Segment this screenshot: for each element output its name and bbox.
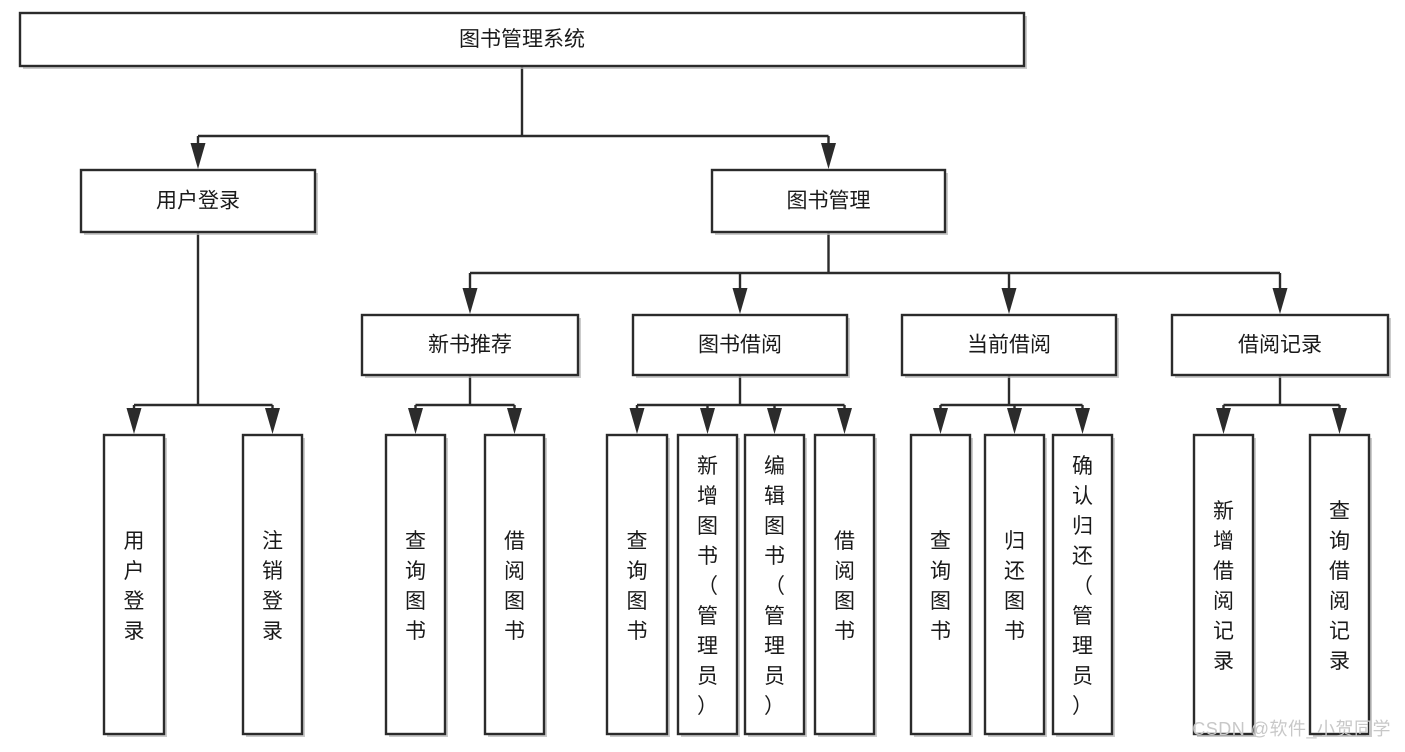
node-label: 用户登录 xyxy=(156,190,240,213)
watermark-label: CSDN @软件_小贺同学 xyxy=(1192,719,1391,739)
node-user-login[interactable]: 用户登录 xyxy=(79,168,318,235)
node-box xyxy=(18,11,1026,68)
edge-group-book-manage xyxy=(462,232,1288,314)
arrow-head-icon xyxy=(126,408,142,434)
node-root[interactable]: 图书管理系统 xyxy=(18,11,1027,69)
node-layer: 图书管理系统用户登录图书管理新书推荐图书借阅当前借阅借阅记录用户登录注销登录查询… xyxy=(18,11,1391,737)
node-box xyxy=(1308,433,1371,736)
node-leaf-logout[interactable]: 注销登录 xyxy=(241,433,305,737)
node-current-borrow[interactable]: 当前借阅 xyxy=(900,313,1119,378)
node-label: 借阅图书 xyxy=(504,530,525,643)
arrow-head-icon xyxy=(462,288,478,314)
arrow-head-icon xyxy=(629,408,645,434)
node-label: 确认归还（管理员） xyxy=(1072,455,1093,718)
node-leaf-rec-search[interactable]: 查询借阅记录 xyxy=(1308,433,1372,737)
arrow-head-icon xyxy=(1272,288,1288,314)
node-label: 当前借阅 xyxy=(967,334,1051,357)
node-box xyxy=(813,433,876,736)
node-box xyxy=(483,433,546,736)
node-leaf-user-login[interactable]: 用户登录 xyxy=(102,433,167,737)
node-label: 查询图书 xyxy=(405,530,426,643)
node-box xyxy=(79,168,317,234)
node-label: 编辑图书（管理员） xyxy=(764,455,785,718)
node-new-book-rec[interactable]: 新书推荐 xyxy=(360,313,581,378)
node-leaf-cur-return[interactable]: 归还图书 xyxy=(983,433,1047,737)
node-label: 新增借阅记录 xyxy=(1213,500,1234,673)
node-leaf-borrow-edit[interactable]: 编辑图书（管理员） xyxy=(743,433,807,737)
node-book-borrow[interactable]: 图书借阅 xyxy=(631,313,850,378)
arrow-head-icon xyxy=(265,408,280,434)
node-label: 查询图书 xyxy=(930,530,951,643)
arrow-head-icon xyxy=(190,143,206,169)
node-box xyxy=(983,433,1046,736)
node-box xyxy=(710,168,947,234)
arrow-head-icon xyxy=(821,143,836,169)
node-label: 图书管理 xyxy=(787,190,871,213)
arrow-head-icon xyxy=(507,408,522,434)
edge-group-current-borrow xyxy=(933,375,1090,434)
node-label: 注销登录 xyxy=(262,530,283,643)
arrow-head-icon xyxy=(767,408,782,434)
node-leaf-cur-query[interactable]: 查询图书 xyxy=(909,433,973,737)
arrow-head-icon xyxy=(408,408,423,434)
node-leaf-borrow-add[interactable]: 新增图书（管理员） xyxy=(676,433,740,737)
edge-group-root xyxy=(190,66,836,169)
node-box xyxy=(909,433,972,736)
node-box xyxy=(241,433,304,736)
node-box xyxy=(1170,313,1390,377)
edge-layer xyxy=(126,66,1347,434)
arrow-head-icon xyxy=(1007,408,1022,434)
node-leaf-rec-borrow[interactable]: 借阅图书 xyxy=(483,433,547,737)
edge-group-user-login xyxy=(126,232,280,434)
node-box xyxy=(605,433,669,736)
edge-group-new-book-rec xyxy=(408,375,522,434)
node-leaf-borrow-do[interactable]: 借阅图书 xyxy=(813,433,877,737)
node-borrow-record[interactable]: 借阅记录 xyxy=(1170,313,1391,378)
node-box xyxy=(384,433,447,736)
node-label: 图书借阅 xyxy=(698,334,782,357)
arrow-head-icon xyxy=(1216,408,1231,434)
node-box xyxy=(1192,433,1255,736)
edge-group-borrow-record xyxy=(1216,375,1347,434)
node-box xyxy=(631,313,849,377)
node-label: 新增图书（管理员） xyxy=(697,455,718,718)
arrow-head-icon xyxy=(1075,408,1090,434)
node-label: 借阅图书 xyxy=(834,530,855,643)
node-label: 用户登录 xyxy=(124,530,145,643)
arrow-head-icon xyxy=(933,408,948,434)
node-leaf-borrow-query[interactable]: 查询图书 xyxy=(605,433,670,737)
node-book-manage[interactable]: 图书管理 xyxy=(710,168,948,235)
node-box xyxy=(900,313,1118,377)
node-label: 查询借阅记录 xyxy=(1329,500,1350,673)
node-box xyxy=(676,433,739,736)
node-leaf-rec-query[interactable]: 查询图书 xyxy=(384,433,448,737)
node-box xyxy=(102,433,166,736)
edge-group-book-borrow xyxy=(629,375,852,434)
arrow-head-icon xyxy=(732,288,748,314)
node-box xyxy=(1051,433,1114,736)
arrow-head-icon xyxy=(1001,288,1017,314)
arrow-head-icon xyxy=(1332,408,1347,434)
node-label: 图书管理系统 xyxy=(459,28,585,51)
arrow-head-icon xyxy=(700,408,715,434)
node-label: 借阅记录 xyxy=(1238,334,1322,357)
node-leaf-cur-confirm[interactable]: 确认归还（管理员） xyxy=(1051,433,1115,737)
node-leaf-rec-add[interactable]: 新增借阅记录 xyxy=(1192,433,1256,737)
node-label: 查询图书 xyxy=(627,530,648,643)
arrow-head-icon xyxy=(837,408,852,434)
node-label: 归还图书 xyxy=(1004,530,1025,643)
node-label: 新书推荐 xyxy=(428,334,512,357)
node-box xyxy=(360,313,580,377)
node-box xyxy=(743,433,806,736)
